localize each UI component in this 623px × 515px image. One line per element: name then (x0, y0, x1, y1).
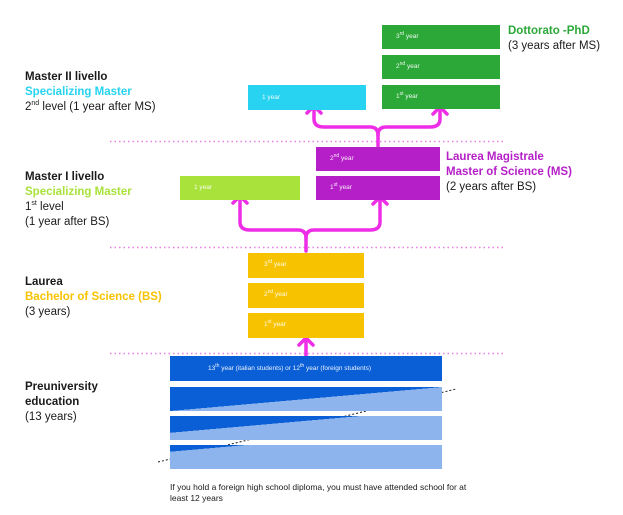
ms-year-1-num: 1 (330, 184, 334, 191)
master1-level-sup: st (31, 200, 37, 208)
master2-bar-label: 1 year (262, 94, 281, 101)
preuniversity-title-line1: Preuniversity (25, 381, 98, 393)
bs-year-2-word: year (273, 291, 288, 298)
ms-year-1-sup: st (333, 181, 338, 188)
phd-label: Dottorato -PhD (3 years after MS) (508, 24, 620, 54)
master1-level-num: 1 (25, 201, 32, 213)
bs-bar-2nd-year: 2nd year (248, 283, 364, 308)
bs-bar-3rd-year: 3rd year (248, 253, 364, 278)
ms-bar-2nd-year: 2nd year (316, 147, 440, 171)
magistrale-title-line2: Master of Science (MS) (446, 166, 572, 178)
preuniversity-bar-2 (170, 387, 442, 411)
preuniversity-duration: (13 years) (25, 411, 77, 423)
ms-year-2-sup: nd (333, 152, 340, 159)
phd-year-2-num: 2 (396, 63, 400, 70)
magistrale-duration: (2 years after BS) (446, 181, 537, 193)
preuniversity-bar-top: 13th year (italian students) or 12th yea… (170, 356, 442, 381)
ms-year-2-num: 2 (330, 155, 334, 162)
phd-duration: (3 years after MS) (508, 40, 601, 52)
phd-year-1-word: year (403, 93, 418, 100)
bs-bar-1st-year: 1st year (248, 313, 364, 338)
master2-label: Master II livello Specializing Master 2n… (25, 70, 225, 115)
master2-bar: 1 year (248, 85, 366, 110)
master1-level-word: level (36, 201, 64, 213)
bs-year-2-sup: nd (267, 288, 274, 295)
pre-top-sup2: th (299, 362, 305, 369)
phd-year-2-word: year (405, 63, 420, 70)
ms-year-1-word: year (337, 184, 352, 191)
phd-year-3-word: year (404, 33, 419, 40)
phd-year-3-sup: rd (399, 30, 405, 37)
master1-duration: (1 year after BS) (25, 216, 110, 228)
ms-bar-1st-year: 1st year (316, 176, 440, 200)
master1-title: Master I livello (25, 171, 105, 183)
bs-year-1-word: year (271, 321, 286, 328)
pre-top-rest2: year (foreign students) (304, 365, 371, 372)
phd-year-3-num: 3 (396, 33, 400, 40)
preuniversity-bar-4 (170, 445, 442, 469)
phd-year-2-sup: nd (399, 60, 406, 67)
master1-bar: 1 year (180, 176, 300, 200)
bs-year-1-sup: st (267, 318, 272, 325)
phd-bar-1st-year: 1st year (382, 85, 500, 109)
master2-level-sup: nd (31, 100, 40, 108)
phd-year-1-num: 1 (396, 93, 400, 100)
bs-year-3-num: 3 (264, 261, 268, 268)
laurea-duration: (3 years) (25, 306, 71, 318)
phd-year-1-sup: st (399, 90, 404, 97)
preuniversity-bar-3 (170, 416, 442, 440)
laurea-subtitle: Bachelor of Science (BS) (25, 291, 162, 303)
ms-year-2-word: year (339, 155, 354, 162)
laurea-label: Laurea Bachelor of Science (BS) (3 years… (25, 275, 225, 320)
bs-year-2-num: 2 (264, 291, 268, 298)
magistrale-title-line1: Laurea Magistrale (446, 151, 544, 163)
bs-year-1-num: 1 (264, 321, 268, 328)
master2-level-num: 2 (25, 101, 32, 113)
magistrale-label: Laurea Magistrale Master of Science (MS)… (446, 150, 622, 195)
master1-bar-label: 1 year (194, 184, 213, 191)
master2-level-rest: level (1 year after MS) (39, 101, 156, 113)
master2-title: Master II livello (25, 71, 108, 83)
arrow-fork-from-bachelor (231, 194, 389, 253)
arrow-fork-from-master-science (305, 104, 449, 148)
phd-bar-3rd-year: 3rd year (382, 25, 500, 49)
pre-top-num: 13 (208, 365, 216, 372)
master1-label: Master I livello Specializing Master 1st… (25, 170, 225, 230)
pre-top-sup: th (215, 362, 220, 369)
phd-bar-2nd-year: 2nd year (382, 55, 500, 79)
master2-subtitle: Specializing Master (25, 86, 132, 98)
master1-subtitle: Specializing Master (25, 186, 132, 198)
pre-top-rest: year (italian students) or 12 (219, 365, 300, 372)
foreign-diploma-note: If you hold a foreign high school diplom… (170, 482, 467, 503)
arrow-to-bachelor (297, 336, 315, 358)
laurea-title: Laurea (25, 276, 63, 288)
bs-year-3-sup: rd (267, 258, 273, 265)
preuniversity-title-line2: education (25, 396, 80, 408)
bs-year-3-word: year (272, 261, 287, 268)
preuniversity-label: Preuniversity education (13 years) (25, 380, 165, 425)
phd-title: Dottorato -PhD (508, 25, 590, 37)
